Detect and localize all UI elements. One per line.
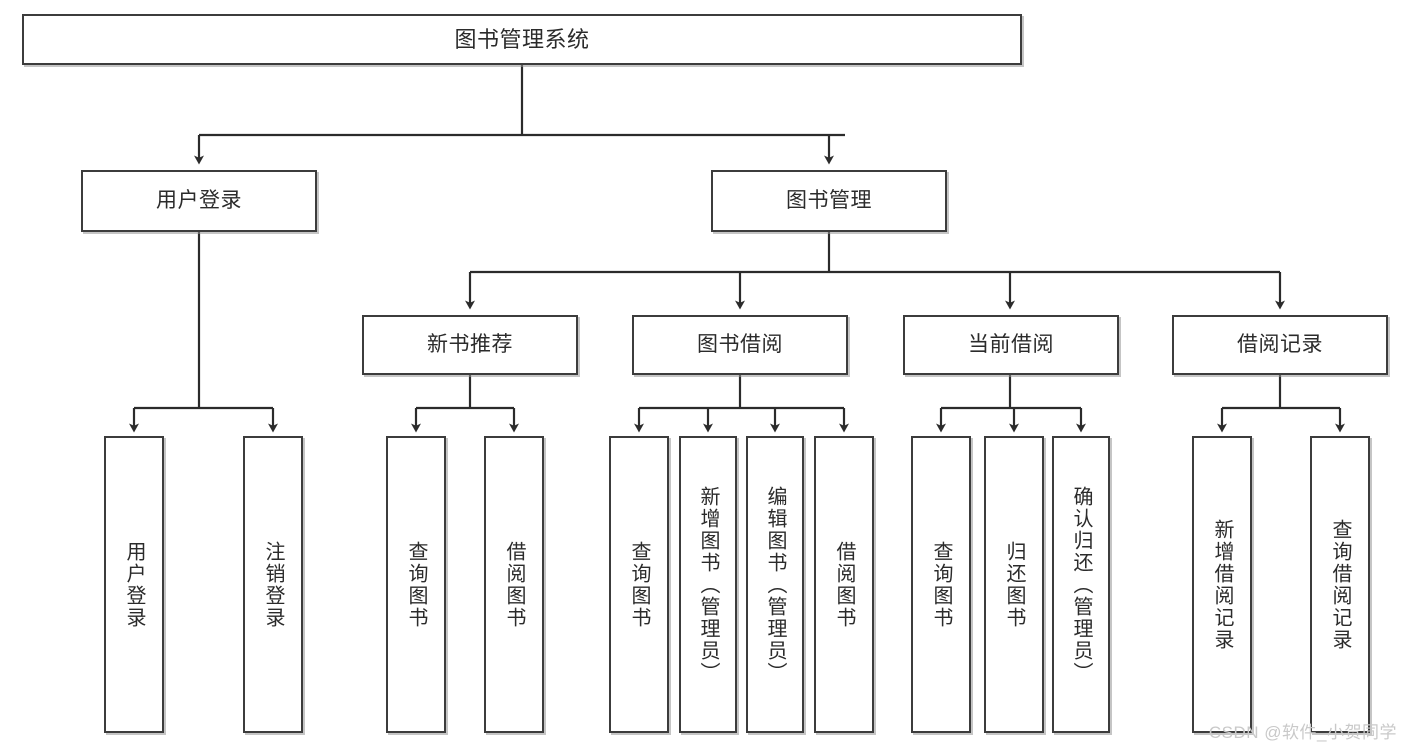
node-new-book-recommend[interactable]: 新书推荐 [362, 315, 578, 375]
node-label: 图书管理系统 [454, 26, 590, 52]
node-root-system[interactable]: 图书管理系统 [22, 14, 1022, 65]
node-label: 查询图书 [405, 540, 427, 629]
node-book-manage[interactable]: 图书管理 [711, 170, 947, 232]
node-leaf-user-login[interactable]: 用户登录 [104, 436, 164, 733]
node-label: 用户登录 [123, 540, 145, 629]
node-label: 查询图书 [628, 540, 650, 629]
node-leaf-add-book-admin[interactable]: 新增图书（管理员） [679, 436, 737, 733]
node-leaf-borrow-book[interactable]: 借阅图书 [814, 436, 874, 733]
node-label: 新增图书（管理员） [697, 485, 719, 684]
node-leaf-return-book[interactable]: 归还图书 [984, 436, 1044, 733]
node-label: 图书管理 [786, 188, 872, 212]
node-label: 借阅图书 [503, 540, 525, 629]
node-label: 图书借阅 [697, 332, 783, 356]
node-leaf-confirm-return-admin[interactable]: 确认归还（管理员） [1052, 436, 1110, 733]
watermark-text: CSDN @软件_小贺同学 [1208, 723, 1397, 742]
node-label: 借阅图书 [833, 540, 855, 629]
node-label: 注销登录 [262, 540, 284, 629]
node-label: 归还图书 [1003, 540, 1025, 629]
node-leaf-query-book-borrow[interactable]: 查询图书 [609, 436, 669, 733]
node-current-borrow[interactable]: 当前借阅 [903, 315, 1119, 375]
node-label: 当前借阅 [968, 332, 1054, 356]
node-label: 新增借阅记录 [1211, 518, 1233, 651]
node-borrow-record[interactable]: 借阅记录 [1172, 315, 1388, 375]
node-leaf-query-borrow-record[interactable]: 查询借阅记录 [1310, 436, 1370, 733]
node-label: 编辑图书（管理员） [764, 485, 786, 684]
node-label: 新书推荐 [427, 332, 513, 356]
node-label: 借阅记录 [1237, 332, 1323, 356]
node-leaf-add-borrow-record[interactable]: 新增借阅记录 [1192, 436, 1252, 733]
node-leaf-logout[interactable]: 注销登录 [243, 436, 303, 733]
node-label: 查询图书 [930, 540, 952, 629]
node-leaf-borrow-book-recommend[interactable]: 借阅图书 [484, 436, 544, 733]
node-leaf-query-book-recommend[interactable]: 查询图书 [386, 436, 446, 733]
node-label: 确认归还（管理员） [1070, 485, 1092, 684]
node-book-borrow[interactable]: 图书借阅 [632, 315, 848, 375]
node-leaf-edit-book-admin[interactable]: 编辑图书（管理员） [746, 436, 804, 733]
node-label: 用户登录 [156, 188, 242, 212]
node-user-login[interactable]: 用户登录 [81, 170, 317, 232]
node-label: 查询借阅记录 [1329, 518, 1351, 651]
node-leaf-query-book-current[interactable]: 查询图书 [911, 436, 971, 733]
